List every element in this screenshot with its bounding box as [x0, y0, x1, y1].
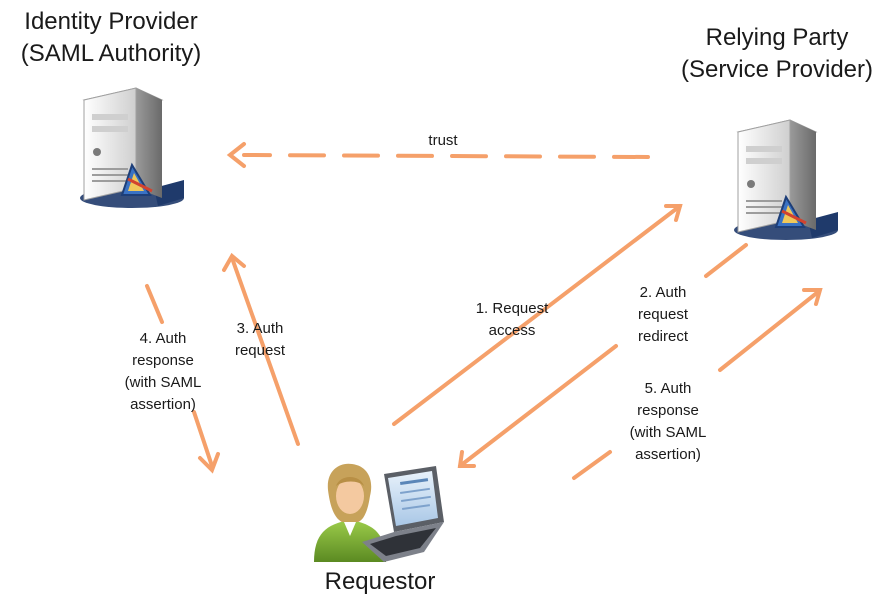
- step2-label: 2. Auth request redirect: [618, 282, 708, 348]
- edge-trust: [226, 142, 650, 168]
- step4-label-line1: 4. Auth: [139, 330, 187, 347]
- step4-label-line4: assertion): [130, 396, 196, 413]
- step5-label-line1: 5. Auth: [644, 380, 692, 397]
- step2-label-line3: redirect: [637, 328, 689, 345]
- requestor-user-laptop-icon: [314, 463, 444, 562]
- edge-step1-request-access: [392, 204, 683, 426]
- saml-badge-icon: [120, 162, 153, 196]
- step3-label-line1: 3. Auth: [236, 320, 284, 337]
- edge-step5-auth-response: [572, 288, 823, 480]
- laptop-icon: [362, 466, 444, 562]
- step1-label-line2: access: [488, 322, 536, 339]
- requestor-title: Requestor: [300, 566, 460, 598]
- step1-label-line1: 1. Request: [475, 300, 549, 317]
- identity-provider-title-line2: (SAML Authority): [20, 40, 202, 67]
- step4-label: 4. Auth response (with SAML assertion): [108, 328, 218, 416]
- relying-party-title-line1: Relying Party: [705, 24, 849, 51]
- step3-label: 3. Auth request: [220, 318, 300, 362]
- requestor-title-text: Requestor: [324, 568, 436, 595]
- relying-party-server-icon: [734, 119, 838, 240]
- relying-party-title-line2: (Service Provider): [680, 56, 874, 83]
- step5-label-line3: (with SAML: [629, 424, 707, 441]
- step1-label: 1. Request access: [462, 298, 562, 342]
- step3-label-line2: request: [234, 342, 286, 359]
- step2-label-line2: request: [637, 306, 689, 323]
- step5-label-line2: response: [637, 402, 699, 419]
- trust-label: trust: [408, 130, 478, 152]
- step2-label-line1: 2. Auth: [639, 284, 687, 301]
- person-icon: [314, 463, 386, 562]
- step5-label: 5. Auth response (with SAML assertion): [610, 378, 726, 466]
- identity-provider-title: Identity Provider (SAML Authority): [4, 6, 218, 70]
- step4-label-line2: response: [132, 352, 194, 369]
- identity-provider-title-line1: Identity Provider: [24, 8, 198, 35]
- edge-step2-auth-request-redirect: [457, 243, 748, 468]
- identity-provider-server-icon: [80, 87, 184, 208]
- step4-label-line3: (with SAML: [124, 374, 202, 391]
- saml-badge-icon: [774, 194, 807, 228]
- edge-step4-auth-response: [145, 284, 220, 474]
- step5-label-line4: assertion): [635, 446, 701, 463]
- trust-label-text: trust: [428, 132, 458, 149]
- edge-step3-auth-request: [222, 252, 300, 446]
- relying-party-title: Relying Party (Service Provider): [666, 22, 888, 86]
